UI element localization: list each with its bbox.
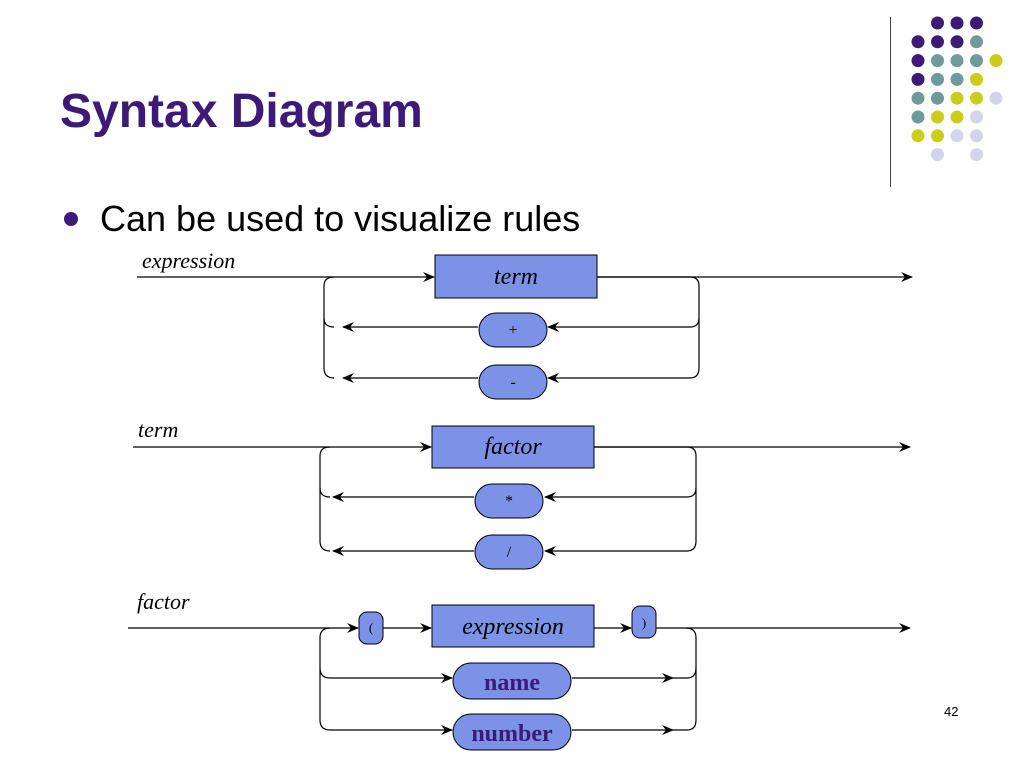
factor-rule-label: factor xyxy=(137,589,190,614)
divide-pill-label: / xyxy=(507,544,512,561)
divide-pill xyxy=(474,534,544,570)
factor-rule-diagram: factor ( expression ) name number xyxy=(128,589,911,751)
term-loop-right-divide xyxy=(544,488,697,556)
decorative-dot xyxy=(911,91,925,105)
page-number: 42 xyxy=(944,704,959,719)
expression-loop-curve-upper xyxy=(323,276,335,328)
decorative-dot xyxy=(970,110,983,124)
decorative-dot xyxy=(931,129,944,143)
factor-branch-name-join xyxy=(673,627,697,679)
number-pill-label: number xyxy=(471,721,553,747)
decorative-dot xyxy=(950,72,964,86)
decorative-dot xyxy=(911,35,925,49)
decorative-dot xyxy=(970,54,983,68)
decorative-dot xyxy=(989,91,1003,105)
term-loop-curve-lower xyxy=(319,488,331,552)
decorative-dot xyxy=(931,91,944,105)
decorative-dot xyxy=(911,129,925,143)
decorative-dot xyxy=(931,72,944,86)
times-pill xyxy=(474,483,544,519)
times-pill-label: * xyxy=(505,493,513,510)
decorative-dot xyxy=(931,148,944,162)
bullet-item: Can be used to visualize rules xyxy=(64,198,580,240)
term-loop-right-times xyxy=(544,446,697,502)
decorative-dot xyxy=(950,16,964,30)
decorative-dot xyxy=(950,110,964,124)
decorative-dot xyxy=(989,54,1003,68)
title-divider xyxy=(890,17,891,187)
decorative-dot xyxy=(931,54,944,68)
decorative-dot xyxy=(950,91,964,105)
factor-branch-number-join xyxy=(673,668,697,731)
bullet-text: Can be used to visualize rules xyxy=(100,198,581,239)
term-box-label: term xyxy=(494,264,538,290)
name-pill xyxy=(452,662,572,700)
decorative-dot xyxy=(911,72,925,86)
expression-rule-diagram: expression term + - xyxy=(137,248,913,400)
decorative-dot xyxy=(911,54,925,68)
expression-rule-label: expression xyxy=(142,248,235,273)
close-paren-label: ) xyxy=(642,615,646,630)
factor-branch-number-in xyxy=(319,668,453,735)
term-rule-label: term xyxy=(138,417,178,442)
term-loop-curve-upper xyxy=(319,446,331,498)
plus-pill-label: + xyxy=(508,322,517,339)
decorative-dot xyxy=(970,72,983,86)
expression-box xyxy=(431,604,595,648)
slide-title: Syntax Diagram xyxy=(60,85,423,138)
factor-box xyxy=(431,425,595,469)
decorative-dot-grid xyxy=(911,16,1003,162)
decorative-dot xyxy=(931,35,944,49)
decorative-dot xyxy=(931,16,944,30)
bullet-dot-icon xyxy=(64,212,78,226)
expression-loop-right-minus xyxy=(547,318,700,383)
decorative-dot xyxy=(970,148,983,162)
decorative-dot xyxy=(970,16,983,30)
plus-pill xyxy=(478,312,548,348)
decorative-dot xyxy=(970,91,983,105)
decorative-dot xyxy=(970,35,983,49)
expression-loop-curve-lower xyxy=(323,318,335,379)
decorative-dot xyxy=(931,110,944,124)
decorative-dot xyxy=(950,54,964,68)
close-paren-pill xyxy=(631,605,657,639)
name-pill-label: name xyxy=(484,670,540,696)
factor-box-label: factor xyxy=(484,434,542,460)
decorative-dot xyxy=(911,110,925,124)
minus-pill xyxy=(478,364,548,400)
decorative-dot xyxy=(950,35,964,49)
decorative-dot xyxy=(950,129,964,143)
term-rule-diagram: term factor * / xyxy=(133,417,911,570)
term-box xyxy=(434,254,598,299)
minus-pill-label: - xyxy=(510,374,515,391)
expression-loop-right-plus xyxy=(547,276,700,332)
decorative-dot xyxy=(970,129,983,143)
open-paren-label: ( xyxy=(369,620,373,635)
number-pill xyxy=(452,713,572,751)
expression-box-label: expression xyxy=(462,614,564,640)
